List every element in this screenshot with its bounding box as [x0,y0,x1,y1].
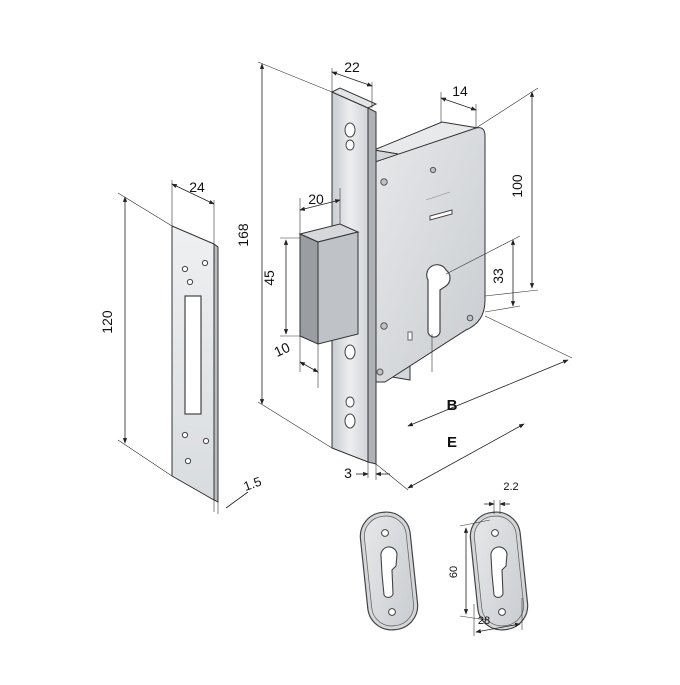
lock-dimensions: 168 22 14 100 33 20 45 10 [235,59,573,491]
bolt-front [317,231,359,345]
screw-icon [466,314,474,322]
faceplate-height-label: 168 [235,223,251,247]
strike-plate [171,225,219,503]
faceplate-hole [344,122,356,138]
case-depth-label: 14 [452,83,468,99]
bolt-width-label: 20 [308,191,324,207]
faceplate-width-label: 22 [344,59,360,75]
escutcheon-left [359,511,419,631]
case-height-label: 100 [509,174,525,198]
screw-icon [376,368,384,376]
screw-hole [181,265,189,273]
bolt-throw-label: 10 [271,339,292,360]
screw-hole [201,259,209,267]
faceplate-hole [344,344,356,360]
escutcheon-dimensions: 60 28 2.2 [448,481,523,636]
strike-height-label: 120 [99,310,115,334]
strike-plate-dimensions: 120 24 1.5 [99,179,264,514]
escutcheon-height-label: 60 [448,566,460,578]
cylinder-center-label: 33 [490,268,506,284]
screw-hole [186,278,194,286]
escutcheon-width-label: 28 [478,615,490,627]
screw-hole [202,437,210,445]
keyhole-icon [490,546,508,598]
keyhole-icon [380,546,398,598]
bolt-height-label: 45 [261,270,277,286]
screw-icon [380,178,388,186]
screw-hole [181,431,189,439]
escutcheon-thickness-label: 2.2 [503,481,518,493]
lock-case [372,121,486,383]
lever-slot [429,209,453,221]
faceplate-hole [345,139,355,151]
dead-bolt [298,223,360,345]
cylinder-cutout [426,264,451,338]
strike-width-label: 24 [189,179,205,195]
escutcheon-right [469,511,529,631]
distance-label: E [447,434,457,451]
faceplate-hole [345,396,355,408]
faceplate-thickness-label: 3 [344,465,352,481]
backset-label: B [447,397,458,414]
screw-icon [429,166,437,174]
faceplate-hole [344,413,356,429]
screw-icon [380,322,388,330]
screw-hole [184,457,192,465]
strike-slot [184,295,202,415]
strike-thickness-label: 1.5 [241,474,263,494]
case-side-plate [374,127,486,383]
